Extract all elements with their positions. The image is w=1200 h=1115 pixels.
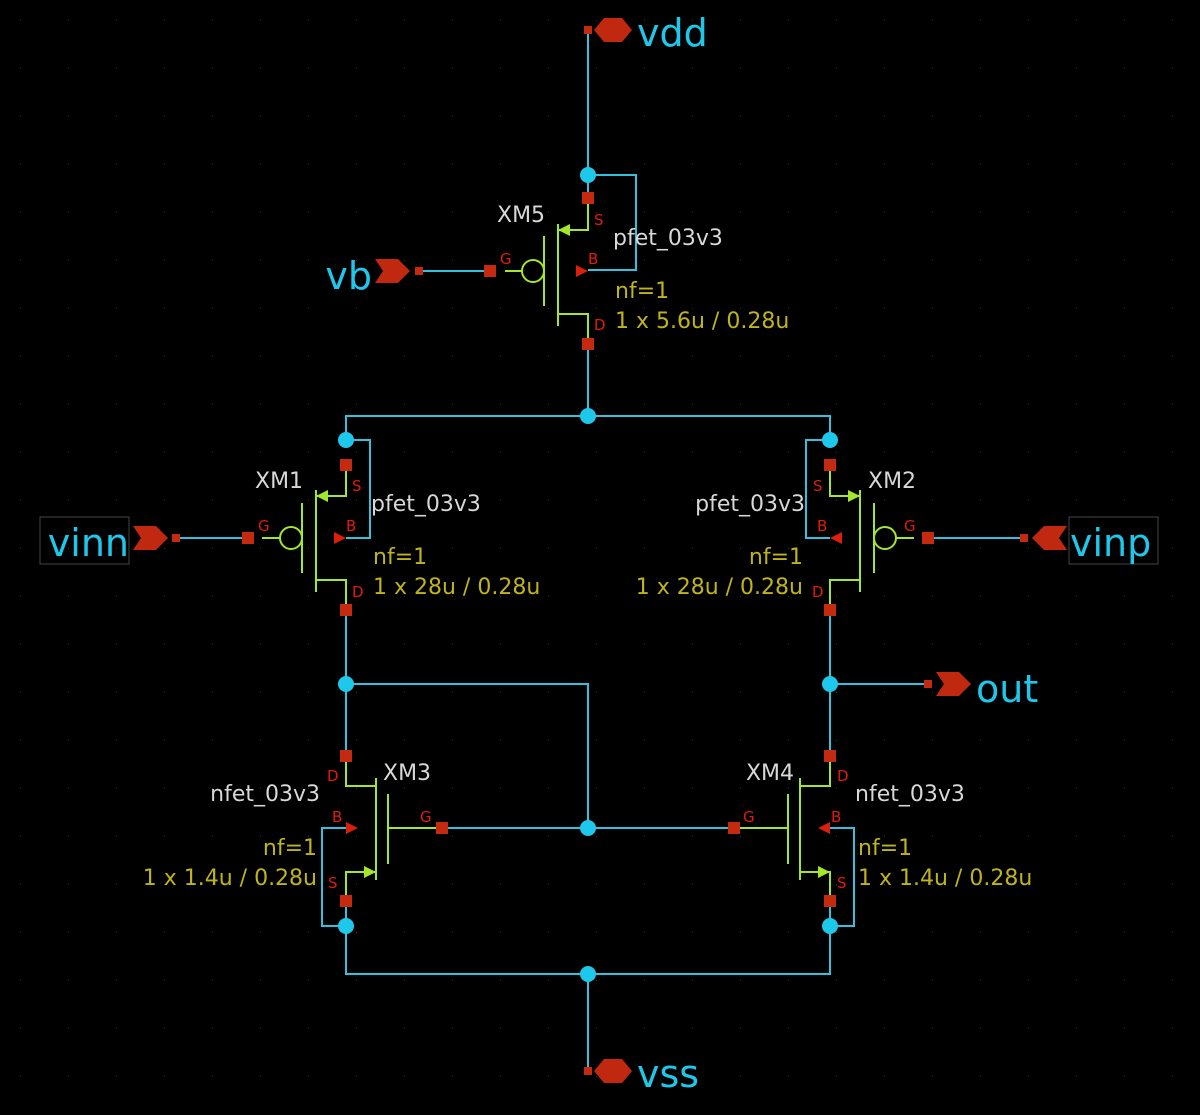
pin-label-s: S <box>837 874 847 892</box>
junction-dot <box>580 966 596 982</box>
param-nf: nf=1 <box>858 836 912 861</box>
pin-label-b: B <box>588 250 598 268</box>
junction-dot <box>338 432 354 448</box>
pin-label-g: G <box>904 517 916 535</box>
transistor-xm1[interactable]: S B G D XM1 pfet_03v3 nf=1 1 x 28u / 0.2… <box>242 459 540 616</box>
net-label-vb: vb <box>325 254 372 298</box>
pin-label-d: D <box>812 583 824 601</box>
junctions <box>338 167 838 982</box>
param-nf: nf=1 <box>615 279 669 304</box>
param-nf: nf=1 <box>749 545 803 570</box>
transistor-xm2[interactable]: S B G D XM2 pfet_03v3 nf=1 1 x 28u / 0.2… <box>636 459 934 616</box>
grid-dots <box>20 20 1173 1077</box>
model-name: nfet_03v3 <box>210 782 320 807</box>
net-label-out: out <box>976 667 1038 711</box>
port-out[interactable]: out <box>924 667 1038 711</box>
junction-dot <box>338 676 354 692</box>
junction-dot <box>822 676 838 692</box>
param-size: 1 x 28u / 0.28u <box>373 575 540 600</box>
port-vinn[interactable]: vinn <box>39 516 180 565</box>
pin-label-g: G <box>500 250 512 268</box>
param-size: 1 x 1.4u / 0.28u <box>143 866 317 891</box>
port-vinp[interactable]: vinp <box>1020 516 1159 565</box>
pin-label-d: D <box>327 767 339 785</box>
transistor-xm5[interactable]: S B G D XM5 pfet_03v3 nf=1 1 x 5.6u / 0.… <box>484 192 789 350</box>
port-vss[interactable]: vss <box>584 1052 699 1096</box>
pin-label-s: S <box>813 477 823 495</box>
param-size: 1 x 1.4u / 0.28u <box>858 866 1032 891</box>
instance-name: XM2 <box>868 469 916 494</box>
pin-label-d: D <box>594 316 606 334</box>
net-label-vdd: vdd <box>637 11 708 55</box>
model-name: nfet_03v3 <box>855 782 965 807</box>
pin-label-d: D <box>352 583 364 601</box>
port-vdd[interactable]: vdd <box>584 11 708 55</box>
instance-name: XM1 <box>255 469 303 494</box>
instance-name: XM5 <box>497 203 545 228</box>
net-label-vinn: vinn <box>48 521 129 565</box>
net-label-vss: vss <box>637 1052 699 1096</box>
instance-name: XM3 <box>383 761 431 786</box>
junction-dot <box>580 167 596 183</box>
net-label-vinp: vinp <box>1070 521 1151 565</box>
pin-label-b: B <box>831 808 841 826</box>
pin-label-s: S <box>594 211 604 229</box>
junction-dot <box>338 918 354 934</box>
param-size: 1 x 5.6u / 0.28u <box>615 309 789 334</box>
port-vb[interactable]: vb <box>325 254 423 298</box>
model-name: pfet_03v3 <box>613 226 723 251</box>
transistor-xm4[interactable]: D B G S XM4 nfet_03v3 nf=1 1 x 1.4u / 0.… <box>728 750 1032 907</box>
pin-label-d: D <box>837 767 849 785</box>
pin-label-b: B <box>346 517 356 535</box>
param-nf: nf=1 <box>373 545 427 570</box>
pin-label-b: B <box>817 517 827 535</box>
junction-dot <box>580 408 596 424</box>
pin-label-g: G <box>420 808 432 826</box>
junction-dot <box>580 820 596 836</box>
model-name: pfet_03v3 <box>695 492 805 517</box>
pin-label-s: S <box>328 874 338 892</box>
model-name: pfet_03v3 <box>371 492 481 517</box>
junction-dot <box>822 432 838 448</box>
transistor-xm3[interactable]: D B G S XM3 nfet_03v3 nf=1 1 x 1.4u / 0.… <box>143 750 448 907</box>
pin-label-s: S <box>352 477 362 495</box>
param-nf: nf=1 <box>263 836 317 861</box>
pin-label-g: G <box>258 517 270 535</box>
instance-name: XM4 <box>746 761 794 786</box>
pin-label-b: B <box>332 808 342 826</box>
param-size: 1 x 28u / 0.28u <box>636 575 803 600</box>
junction-dot <box>822 918 838 934</box>
pin-label-g: G <box>743 808 755 826</box>
